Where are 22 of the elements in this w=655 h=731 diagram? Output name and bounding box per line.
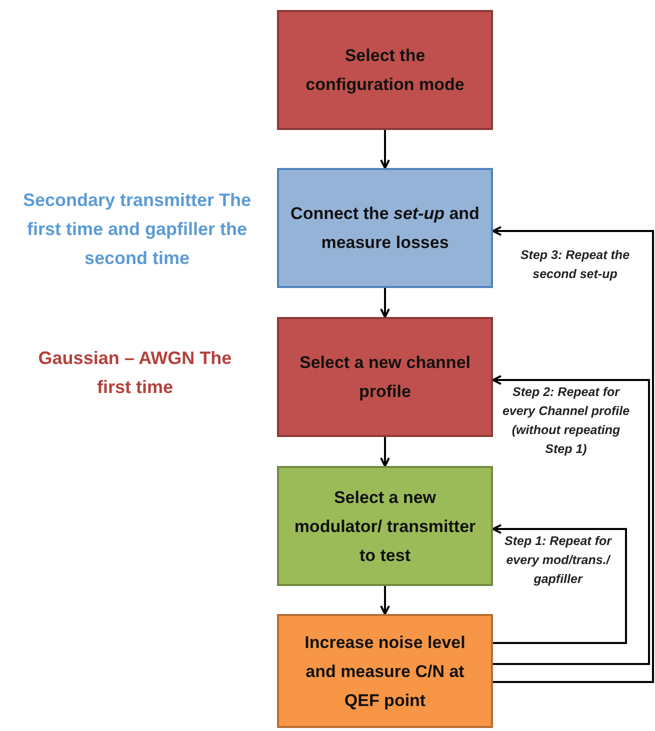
process-box (277, 168, 493, 288)
box-label: Connect the set-up and measure losses (290, 203, 480, 254)
arrow (380, 288, 390, 318)
side-note: Gaussian – AWGN The first time (37, 347, 233, 399)
arrow (380, 130, 390, 169)
arrow (380, 437, 390, 467)
process-box (277, 317, 493, 437)
process-box (277, 466, 493, 586)
box-label: Select the configuration mode (304, 45, 466, 96)
process-box (277, 614, 493, 728)
arrow (492, 375, 650, 665)
edge-label: Step 1: Repeat for every mod/trans./ gapfiller (504, 533, 613, 588)
arrow (380, 586, 390, 615)
edge-label: Step 3: Repeat the second set-up (519, 247, 631, 283)
box-label: Increase noise level and measure C/N at QEF point (304, 632, 466, 712)
edge-label: Step 2: Repeat for every Channel profile (without repeating Step 1) (501, 384, 631, 458)
process-box (277, 10, 493, 130)
arrow (492, 524, 627, 644)
box-label: Select a new modulator/ transmitter to test (293, 486, 477, 566)
side-note: Secondary transmitter The first time and gapfiller the second time (22, 189, 252, 270)
arrow (492, 226, 654, 683)
box-label: Select a new channel profile (298, 352, 472, 403)
